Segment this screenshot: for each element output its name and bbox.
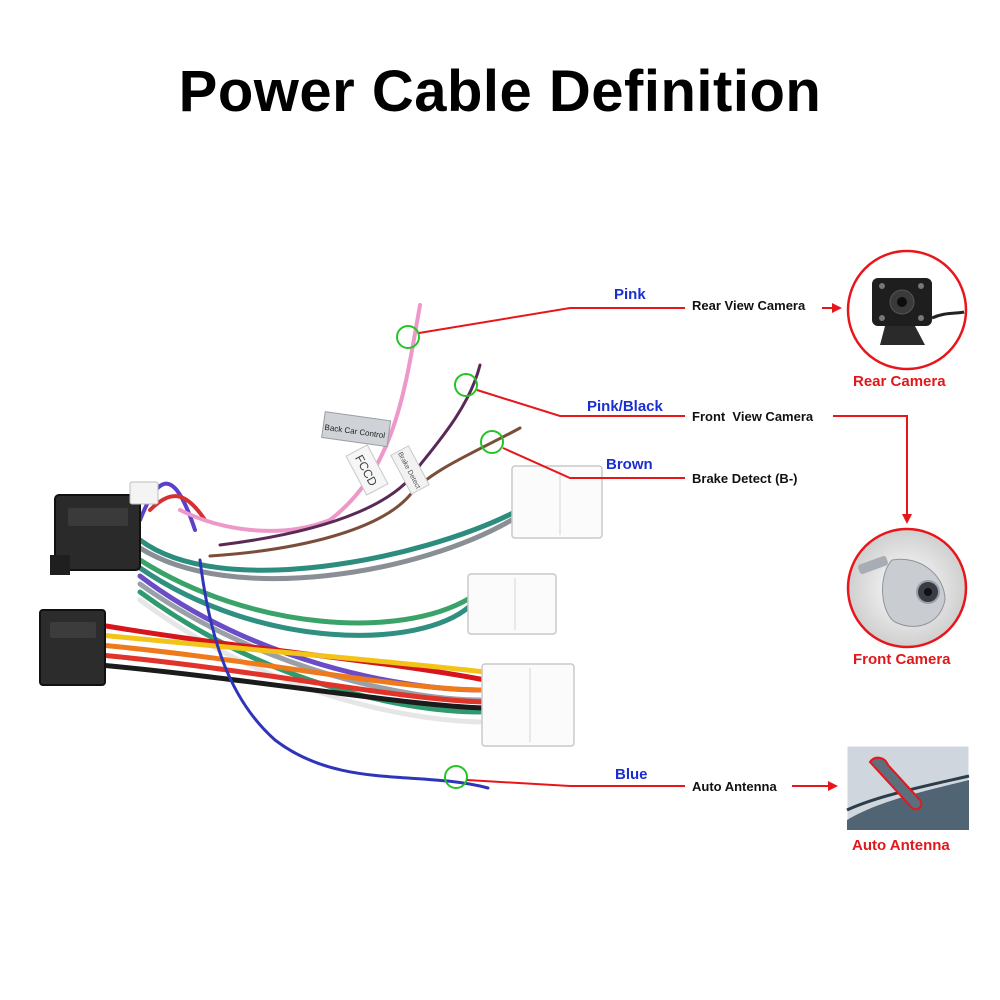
leader-lines (418, 303, 912, 791)
caption-auto-antenna: Auto Antenna (852, 837, 950, 854)
wire-label-blue: Blue (615, 766, 648, 783)
tag-brake-detect: Brake Detect (390, 445, 430, 495)
wire-black-1 (97, 662, 488, 711)
function-label-auto-antenna: Auto Antenna (692, 779, 777, 794)
wire-label-brown: Brown (606, 456, 653, 473)
connector-small-white (129, 481, 159, 505)
leader-brake (502, 447, 685, 479)
connector-white-upper (511, 465, 603, 539)
connector-bottom-black (39, 609, 106, 686)
leader-antenna (466, 779, 685, 787)
harness-wires (97, 303, 522, 790)
wire-label-pink: Pink (614, 286, 646, 303)
caption-front-camera: Front Camera (853, 651, 951, 668)
tag-back-car-control: Back Car Control (321, 411, 392, 448)
function-label-front-view-camera: Front View Camera (692, 409, 814, 424)
wire-pink (178, 303, 422, 533)
front-camera-image (846, 527, 968, 649)
caption-rear-camera: Rear Camera (853, 373, 946, 390)
wire-red-top (148, 494, 207, 522)
auto-antenna-image (846, 745, 970, 831)
rear-camera-image (846, 249, 968, 371)
wire-red-2 (97, 652, 488, 705)
marker-pink-black (454, 373, 478, 397)
leader-front-to-device (833, 415, 912, 524)
marker-pink (396, 325, 420, 349)
wire-grey-upper (137, 515, 518, 582)
wire-white-1 (137, 597, 483, 725)
connector-top-black (50, 494, 141, 575)
wire-yellow-1 (97, 632, 488, 675)
connector-white-lower (481, 663, 575, 747)
function-label-brake-detect: Brake Detect (B-) (692, 471, 798, 486)
wire-orange-1 (97, 642, 488, 693)
connector-white-middle (467, 573, 557, 635)
wire-teal-upper (137, 509, 518, 573)
wire-brown (208, 426, 522, 558)
marker-blue (444, 765, 468, 789)
wire-blue (198, 558, 490, 790)
leader-front (476, 389, 685, 417)
leader-rear (418, 307, 685, 334)
marker-brown (480, 430, 504, 454)
wire-label-pink-black: Pink/Black (587, 398, 663, 415)
page-title: Power Cable Definition (178, 59, 822, 124)
wire-markers (396, 325, 504, 789)
wire-teal-mid (137, 565, 473, 638)
wire-green-mid (137, 557, 473, 626)
function-label-rear-view-camera: Rear View Camera (692, 298, 806, 313)
